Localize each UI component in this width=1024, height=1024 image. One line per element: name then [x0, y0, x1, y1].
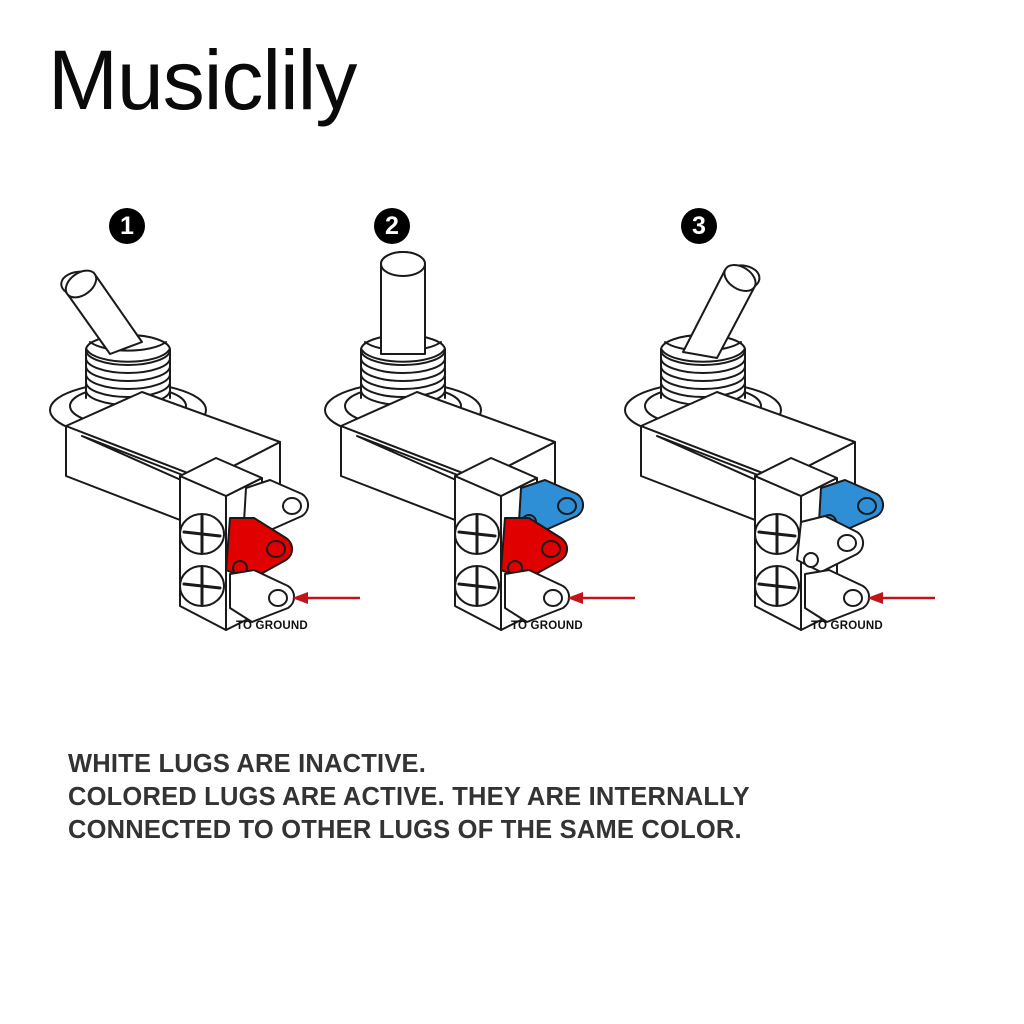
caption-line-3: CONNECTED TO OTHER LUGS OF THE SAME COLO…	[68, 816, 742, 844]
lug-ground-3	[804, 569, 870, 623]
switch-illustration-1	[49, 269, 360, 631]
lug-top-active-3	[818, 479, 884, 533]
lug-middle-inactive-3	[796, 515, 864, 573]
ground-label-2: TO GROUND	[511, 620, 583, 632]
toggle-lever-3	[682, 264, 761, 359]
switch-figure-1: 1	[30, 190, 360, 660]
switch-body-3	[640, 391, 856, 531]
lug-middle-active-1	[225, 517, 293, 581]
phillips-screw-bottom-2	[454, 565, 500, 607]
step-badge-1: 1	[109, 208, 145, 244]
step-badge-2: 2	[374, 208, 410, 244]
switch-figure-3: 3	[605, 190, 935, 660]
lug-ground-1	[229, 569, 295, 623]
switch-figure-2: 2	[305, 190, 635, 660]
lug-ground-2	[504, 569, 570, 623]
step-badge-3: 3	[681, 208, 717, 244]
ground-arrow-1	[292, 592, 360, 604]
ground-arrow-2	[567, 592, 635, 604]
lug-middle-active-2	[500, 517, 568, 581]
phillips-screw-bottom-3	[754, 565, 800, 607]
caption-line-2: COLORED LUGS ARE ACTIVE. THEY ARE INTERN…	[68, 783, 750, 811]
lug-top-inactive-1	[243, 479, 309, 533]
switch-illustration-3	[624, 264, 935, 631]
phillips-screw-top-3	[754, 513, 800, 555]
phillips-screw-bottom-1	[179, 565, 225, 607]
toggle-lever-2	[380, 251, 426, 355]
ground-label-1: TO GROUND	[236, 620, 308, 632]
toggle-lever-1	[60, 269, 143, 355]
caption-line-1: WHITE LUGS ARE INACTIVE.	[68, 750, 427, 778]
phillips-screw-top-1	[179, 513, 225, 555]
ground-arrow-3	[867, 592, 935, 604]
brand-title: Musiclily	[48, 33, 357, 127]
phillips-screw-top-2	[454, 513, 500, 555]
switch-diagram: 1	[0, 190, 1024, 660]
caption-block: WHITE LUGS ARE INACTIVE. COLORED LUGS AR…	[68, 748, 968, 847]
ground-label-3: TO GROUND	[811, 620, 883, 632]
switch-illustration-2	[324, 251, 635, 631]
